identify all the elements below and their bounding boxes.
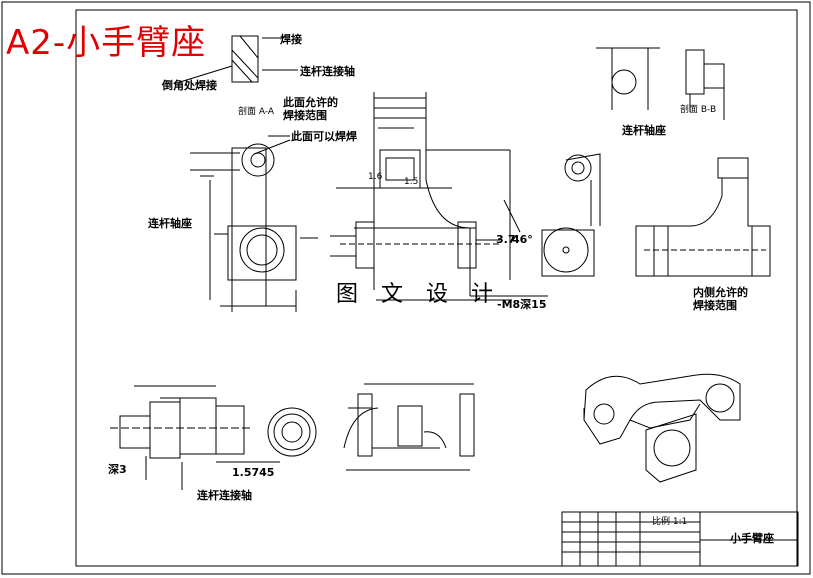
label-m8-depth: -M8深15 — [497, 298, 547, 311]
label-link-seat-left: 连杆轴座 — [148, 217, 192, 230]
label-inner-weld-2: 焊接范围 — [693, 299, 737, 312]
view-bottom-center — [343, 383, 475, 471]
view-far-right — [635, 157, 771, 277]
label-weld-top: 焊接 — [280, 33, 302, 46]
inner-frame — [75, 9, 798, 567]
view-top-left-detail — [179, 35, 298, 83]
view-bottom-left-shaft — [110, 385, 317, 490]
drawing-title: A2-小手臂座 — [6, 23, 207, 63]
title-block — [561, 511, 799, 567]
label-depth-3: 深3 — [108, 463, 127, 476]
label-fillet-weld: 倒角处焊接 — [162, 79, 217, 92]
view-right-side — [541, 153, 601, 277]
label-link-shaft-bottom: 连杆连接轴 — [197, 489, 252, 502]
label-dim-1-6: 1.6 — [368, 172, 383, 182]
label-section-a: 剖面 A-A — [238, 107, 275, 117]
titleblock-scale: 比例 1:1 — [652, 517, 688, 527]
label-dim-1-5745: 1.5745 — [232, 466, 275, 479]
view-center-front — [330, 92, 548, 301]
view-iso-3d — [583, 373, 741, 483]
label-section-bb: 剖面 B-B — [680, 105, 717, 115]
label-inner-weld-1: 内侧允许的 — [693, 286, 748, 299]
view-top-right-details — [596, 47, 725, 120]
label-dim-46deg: 46° — [512, 233, 533, 246]
titleblock-part-name: 小手臂座 — [730, 532, 774, 545]
label-allow-weld-1: 此面允许的 — [283, 96, 338, 109]
label-dim-1-5: 1.5 — [404, 177, 419, 187]
watermark-text: 图 文 设 计 — [336, 282, 501, 307]
label-dim-3-7: 3.7 — [496, 233, 516, 246]
label-allow-weld-2: 焊接范围 — [283, 109, 327, 122]
view-front-left — [190, 135, 318, 312]
label-link-shaft-top: 连杆连接轴 — [300, 65, 355, 78]
label-link-seat-right: 连杆轴座 — [622, 124, 666, 137]
label-can-weld: 此面可以焊焊 — [291, 130, 357, 143]
